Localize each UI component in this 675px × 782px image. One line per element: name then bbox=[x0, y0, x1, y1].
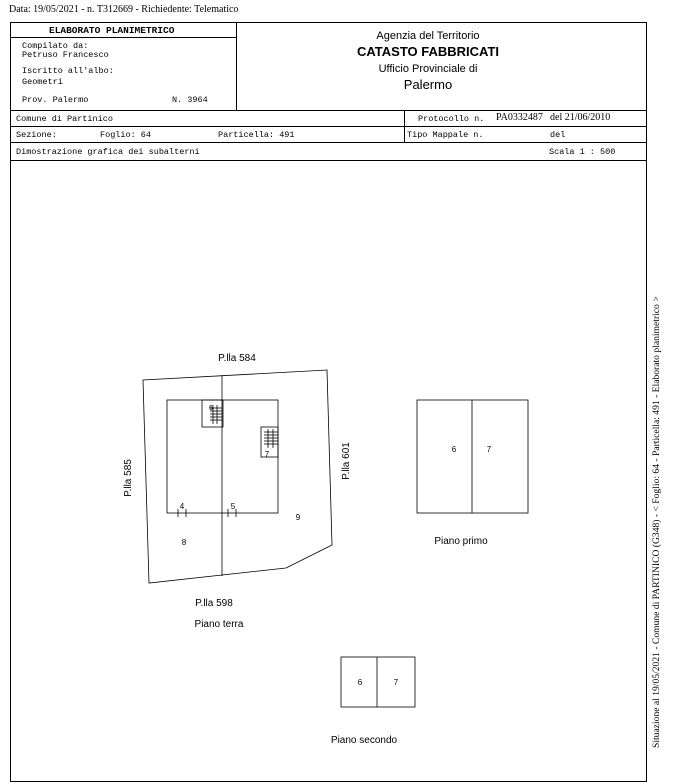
catasto-title: CATASTO FABBRICATI bbox=[356, 44, 500, 59]
dimostrazione-label: Dimostrazione grafica dei subalterni bbox=[16, 147, 200, 157]
particella: Particella: 491 bbox=[218, 130, 295, 140]
agency-name: Agenzia del Territorio bbox=[376, 30, 480, 42]
unit-8: 8 bbox=[182, 538, 187, 547]
office-label: Ufficio Provinciale di bbox=[378, 63, 478, 75]
sidebar-status-text: Situazione al 19/05/2021 - Comune di PAR… bbox=[651, 296, 662, 748]
label-plla-584: P.lla 584 bbox=[218, 353, 256, 364]
form-title: ELABORATO PLANIMETRICO bbox=[49, 25, 175, 36]
protocollo-value: PA0332487 bbox=[496, 112, 543, 123]
unit-6-ground: 6 bbox=[209, 405, 213, 412]
sezione: Sezione: bbox=[16, 130, 57, 140]
scale-label: Scala 1 : 500 bbox=[549, 147, 616, 157]
tipo-mappale: Tipo Mappale n. bbox=[407, 130, 484, 140]
request-header: Data: 19/05/2021 - n. T312669 - Richiede… bbox=[9, 4, 239, 15]
caption-piano-terra: Piano terra bbox=[195, 619, 244, 630]
divider bbox=[236, 22, 237, 110]
protocollo-date: del 21/06/2010 bbox=[550, 112, 611, 123]
divider bbox=[10, 37, 236, 38]
divider bbox=[404, 110, 405, 142]
first-floor-outline bbox=[416, 399, 529, 514]
iscritto-label: Iscritto all'albo: bbox=[22, 66, 114, 76]
divider bbox=[10, 110, 647, 111]
unit-7-second: 7 bbox=[394, 678, 399, 687]
unit-7-ground: 7 bbox=[265, 450, 270, 459]
unit-6-second: 6 bbox=[358, 678, 363, 687]
unit-9: 9 bbox=[296, 513, 301, 522]
ground-lot-outline bbox=[142, 369, 333, 584]
divider bbox=[10, 126, 647, 127]
caption-piano-primo: Piano primo bbox=[434, 536, 488, 547]
comune: Comune di Partinico bbox=[16, 114, 113, 124]
tipo-del: del bbox=[550, 130, 566, 140]
unit-5: 5 bbox=[231, 502, 236, 511]
iscritto-value: Geometri bbox=[22, 77, 63, 87]
unit-6-first: 6 bbox=[452, 445, 457, 454]
protocollo-label: Protocollo n. bbox=[418, 114, 485, 124]
office-city: Palermo bbox=[403, 77, 453, 92]
unit-7-first: 7 bbox=[487, 445, 492, 454]
compilato-label: Compilato da: bbox=[22, 41, 89, 51]
divider bbox=[10, 142, 647, 143]
label-plla-585: P.lla 585 bbox=[123, 459, 134, 497]
registration-number: N. 3964 bbox=[172, 95, 208, 105]
stair-6-steps-icon bbox=[210, 405, 222, 424]
stair-7-icon bbox=[260, 426, 279, 458]
foglio: Foglio: 64 bbox=[100, 130, 152, 140]
second-floor-outline bbox=[340, 656, 416, 708]
divider bbox=[10, 160, 647, 161]
label-plla-598: P.lla 598 bbox=[195, 598, 233, 609]
stair-7-steps-icon bbox=[264, 429, 278, 448]
stair-6-icon bbox=[201, 399, 224, 428]
unit-4: 4 bbox=[180, 502, 185, 511]
prov-label: Prov. Palermo bbox=[22, 95, 89, 105]
compilato-name: Petruso Francesco bbox=[22, 50, 109, 60]
caption-piano-secondo: Piano secondo bbox=[331, 735, 398, 746]
label-plla-601: P.lla 601 bbox=[341, 442, 352, 480]
